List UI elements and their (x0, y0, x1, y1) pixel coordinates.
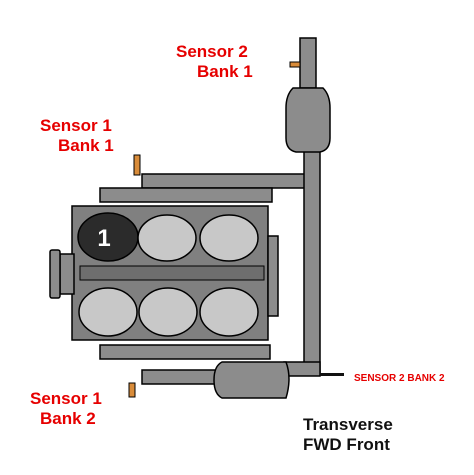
cylinder (199, 287, 259, 337)
cylinder (137, 214, 197, 262)
label-sensor-1-bank-2-line1: Sensor 1 (30, 389, 102, 408)
engine-pulley-right (267, 235, 279, 317)
catalytic-converter-upper (285, 87, 331, 153)
sensor-1-bank-2-probe (128, 382, 136, 398)
sensor-2-bank-1-probe (289, 61, 301, 68)
cylinder (78, 287, 138, 337)
caption-line2: FWD Front (303, 435, 390, 454)
sensor-1-bank-1-probe (133, 154, 141, 176)
label-sensor-2-bank-1-line1: Sensor 2 (176, 42, 248, 61)
label-sensor-1-bank-1-line1: Sensor 1 (40, 116, 112, 135)
exhaust-pipe-upper (99, 37, 321, 376)
cylinder (199, 214, 259, 262)
exhaust-pipe-lower (99, 344, 321, 385)
engine-pulley-left (49, 249, 75, 299)
sensor-2-bank-2-probe (320, 373, 344, 376)
cylinder (138, 287, 198, 337)
cylinders-bank-1 (77, 212, 259, 262)
engine-crank-bar (79, 265, 265, 281)
cylinder-number: 1 (97, 225, 110, 252)
cylinders-bank-2 (78, 287, 259, 337)
caption-line1: Transverse (303, 415, 393, 434)
label-sensor-2-bank-2: SENSOR 2 BANK 2 (354, 373, 445, 384)
catalytic-converter-lower (213, 361, 290, 399)
label-sensor-1-bank-2-line2: Bank 2 (40, 409, 96, 428)
label-sensor-1-bank-1-line2: Bank 1 (58, 136, 114, 155)
label-sensor-2-bank-1-line2: Bank 1 (197, 62, 253, 81)
